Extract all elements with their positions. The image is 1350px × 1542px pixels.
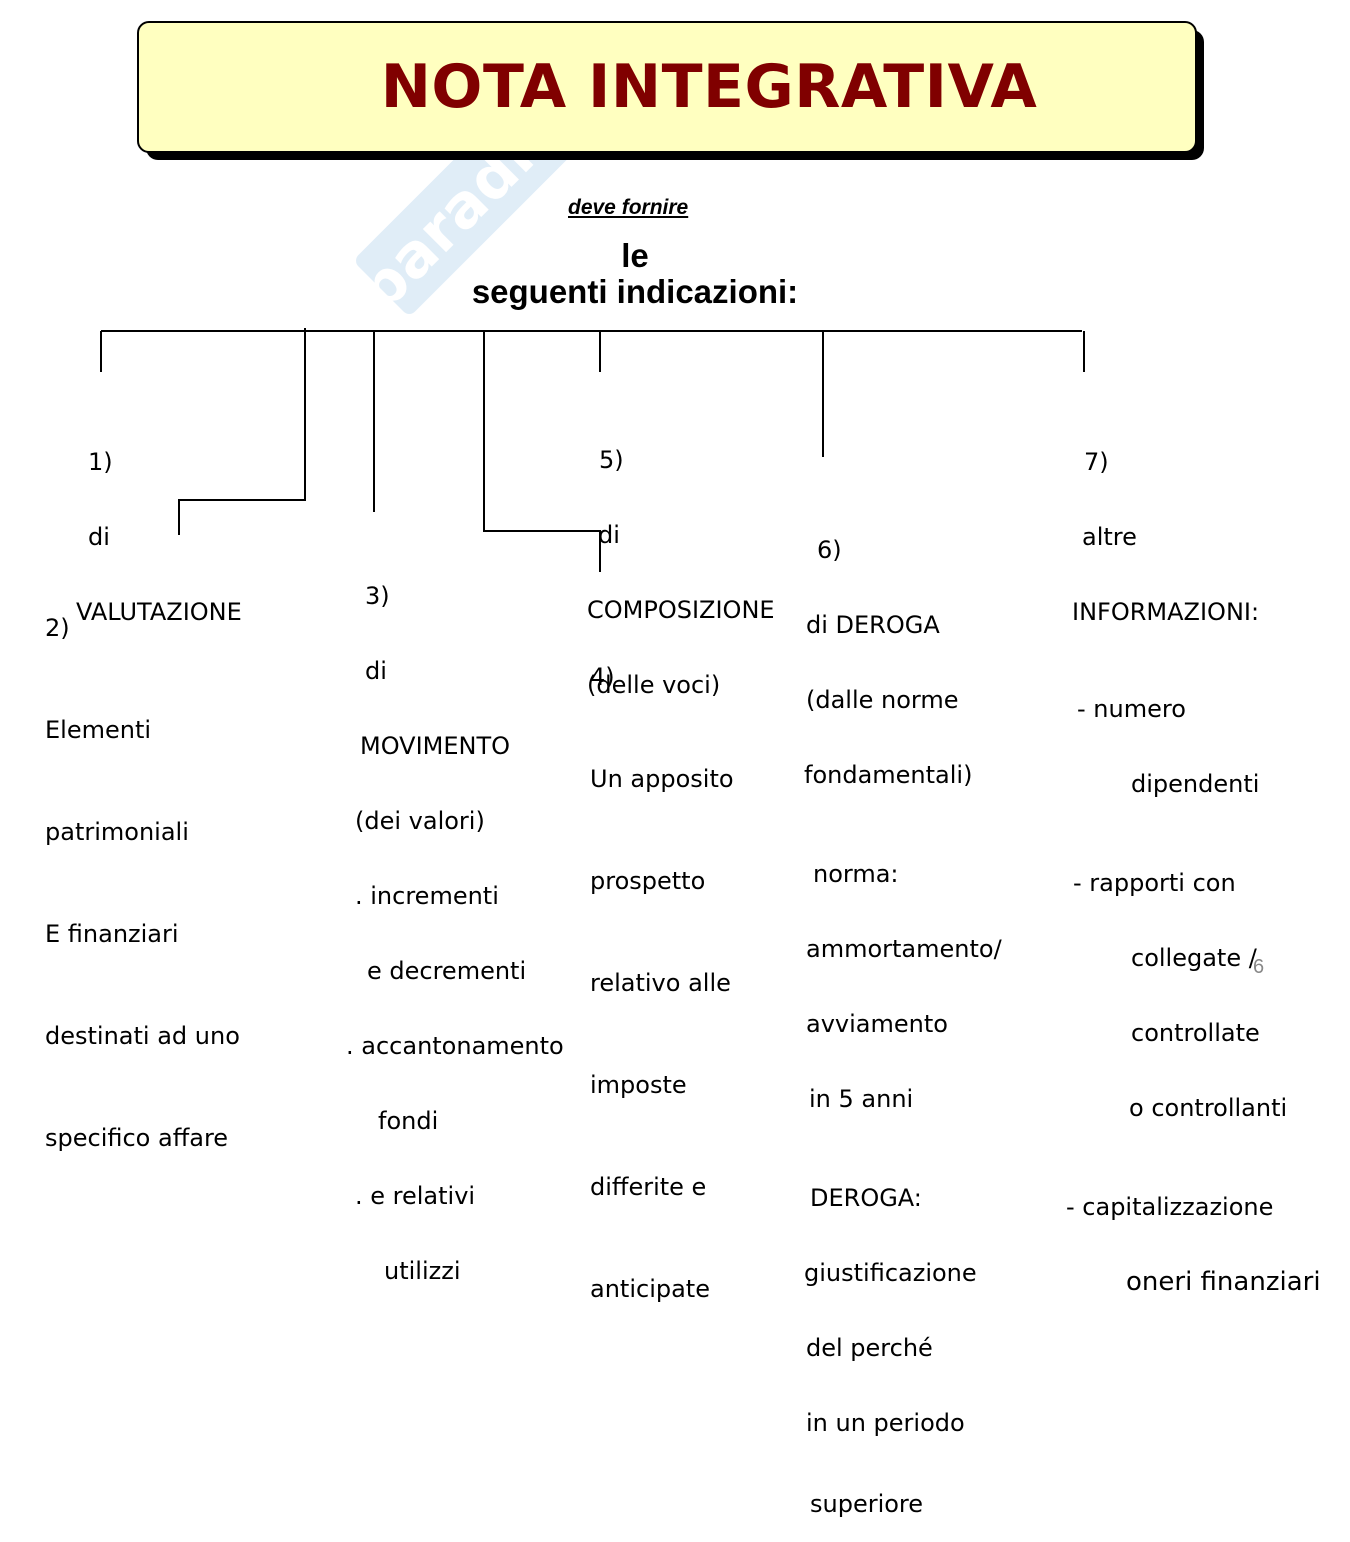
branch-5-number: 5) [599, 446, 624, 474]
branch-6-line: (dalle norme [806, 686, 959, 714]
branch-6-line: del perché [806, 1334, 933, 1362]
page-number: 6 [1253, 956, 1265, 978]
branch-6-line: superiore [810, 1490, 924, 1518]
branch-6-line: ammortamento/ [806, 935, 1002, 963]
branch-4-number: 4) [590, 663, 615, 691]
branch-7-line: collegate / [1131, 944, 1257, 972]
branch-4-line: differite e [590, 1173, 707, 1201]
branch-7: 7) altre INFORMAZIONI: - numero dipenden… [1064, 400, 1321, 1320]
branch-7-line: - rapporti con [1073, 869, 1236, 897]
branch-2-line: destinati ad uno [45, 1022, 240, 1050]
branch-6-line: in un periodo [806, 1409, 965, 1437]
branch-3-line: . e relativi [355, 1182, 476, 1210]
tree-connectors [100, 328, 1085, 572]
branch-6-line: in 5 anni [809, 1085, 914, 1113]
branch-7-number: 7) [1084, 448, 1109, 476]
branch-6-number: 6) [817, 536, 842, 564]
branch-1-number: 1) [88, 448, 113, 476]
branch-4-line: relativo alle [590, 969, 731, 997]
branch-3-line: MOVIMENTO [360, 732, 511, 760]
branch-4-line: imposte [590, 1071, 687, 1099]
branch-7-line: dipendenti [1131, 770, 1260, 798]
branch-7-line: controllate [1131, 1019, 1260, 1047]
branch-7-line: INFORMAZIONI: [1072, 598, 1260, 626]
branch-6-line: norma: [813, 860, 899, 888]
branch-2-line: Elementi [45, 716, 152, 744]
branch-7-line: - numero [1077, 695, 1186, 723]
branch-3-line: . accantonamento [346, 1032, 564, 1060]
branch-3-line: utilizzi [384, 1257, 461, 1285]
branch-1-line: di [88, 523, 110, 551]
branch-2-line: specifico affare [45, 1124, 229, 1152]
branch-3: 3) di MOVIMENTO (dei valori) . increment… [346, 534, 564, 1309]
heading: le seguenti indicazioni: [420, 238, 850, 310]
branch-5-line: COMPOSIZIONE [587, 596, 775, 624]
branch-7-line: altre [1082, 523, 1137, 551]
subtitle: deve fornire [568, 196, 689, 219]
branch-4-line: Un apposito [590, 765, 734, 793]
branch-1-line: VALUTAZIONE [76, 598, 242, 626]
branch-7-line: - capitalizzazione [1066, 1193, 1274, 1221]
branch-2-number: 2) [45, 614, 70, 642]
branch-2-line: patrimoniali [45, 818, 189, 846]
connector-4 [483, 331, 601, 572]
heading-line-2: seguenti indicazioni: [471, 273, 799, 310]
branch-1: 1) di VALUTAZIONE [76, 400, 242, 650]
branch-5: 5) di COMPOSIZIONE (delle voci) [587, 398, 775, 723]
branch-6-line: giustificazione [804, 1259, 977, 1287]
branch-7-line: oneri finanziari [1126, 1267, 1321, 1297]
branch-4-line: anticipate [590, 1275, 710, 1303]
heading-line-1: le [621, 237, 649, 274]
branch-6: 6) di DEROGA (dalle norme fondamentali) … [804, 488, 1002, 1542]
branch-5-line: di [598, 521, 620, 549]
branch-3-line: e decrementi [367, 957, 527, 985]
page-title: NOTA INTEGRATIVA [380, 52, 1038, 122]
title-box: NOTA INTEGRATIVA [137, 21, 1197, 153]
branch-3-line: . incrementi [355, 882, 499, 910]
branch-3-line: di [365, 657, 387, 685]
branch-2: 2) Elementi patrimoniali E finanziari de… [45, 543, 240, 1189]
branch-2-line: E finanziari [45, 920, 179, 948]
connector-2 [178, 328, 306, 535]
branch-3-line: fondi [378, 1107, 439, 1135]
branch-6-line: DEROGA: [810, 1184, 922, 1212]
branch-5-line: (delle voci) [587, 671, 721, 699]
branch-3-number: 3) [365, 582, 390, 610]
branch-6-line: avviamento [806, 1010, 948, 1038]
branch-3-line: (dei valori) [355, 807, 485, 835]
branch-6-line: di DEROGA [806, 611, 940, 639]
branch-7-line: o controllanti [1129, 1094, 1288, 1122]
branch-4-line: prospetto [590, 867, 706, 895]
branch-6-line: fondamentali) [804, 761, 973, 789]
